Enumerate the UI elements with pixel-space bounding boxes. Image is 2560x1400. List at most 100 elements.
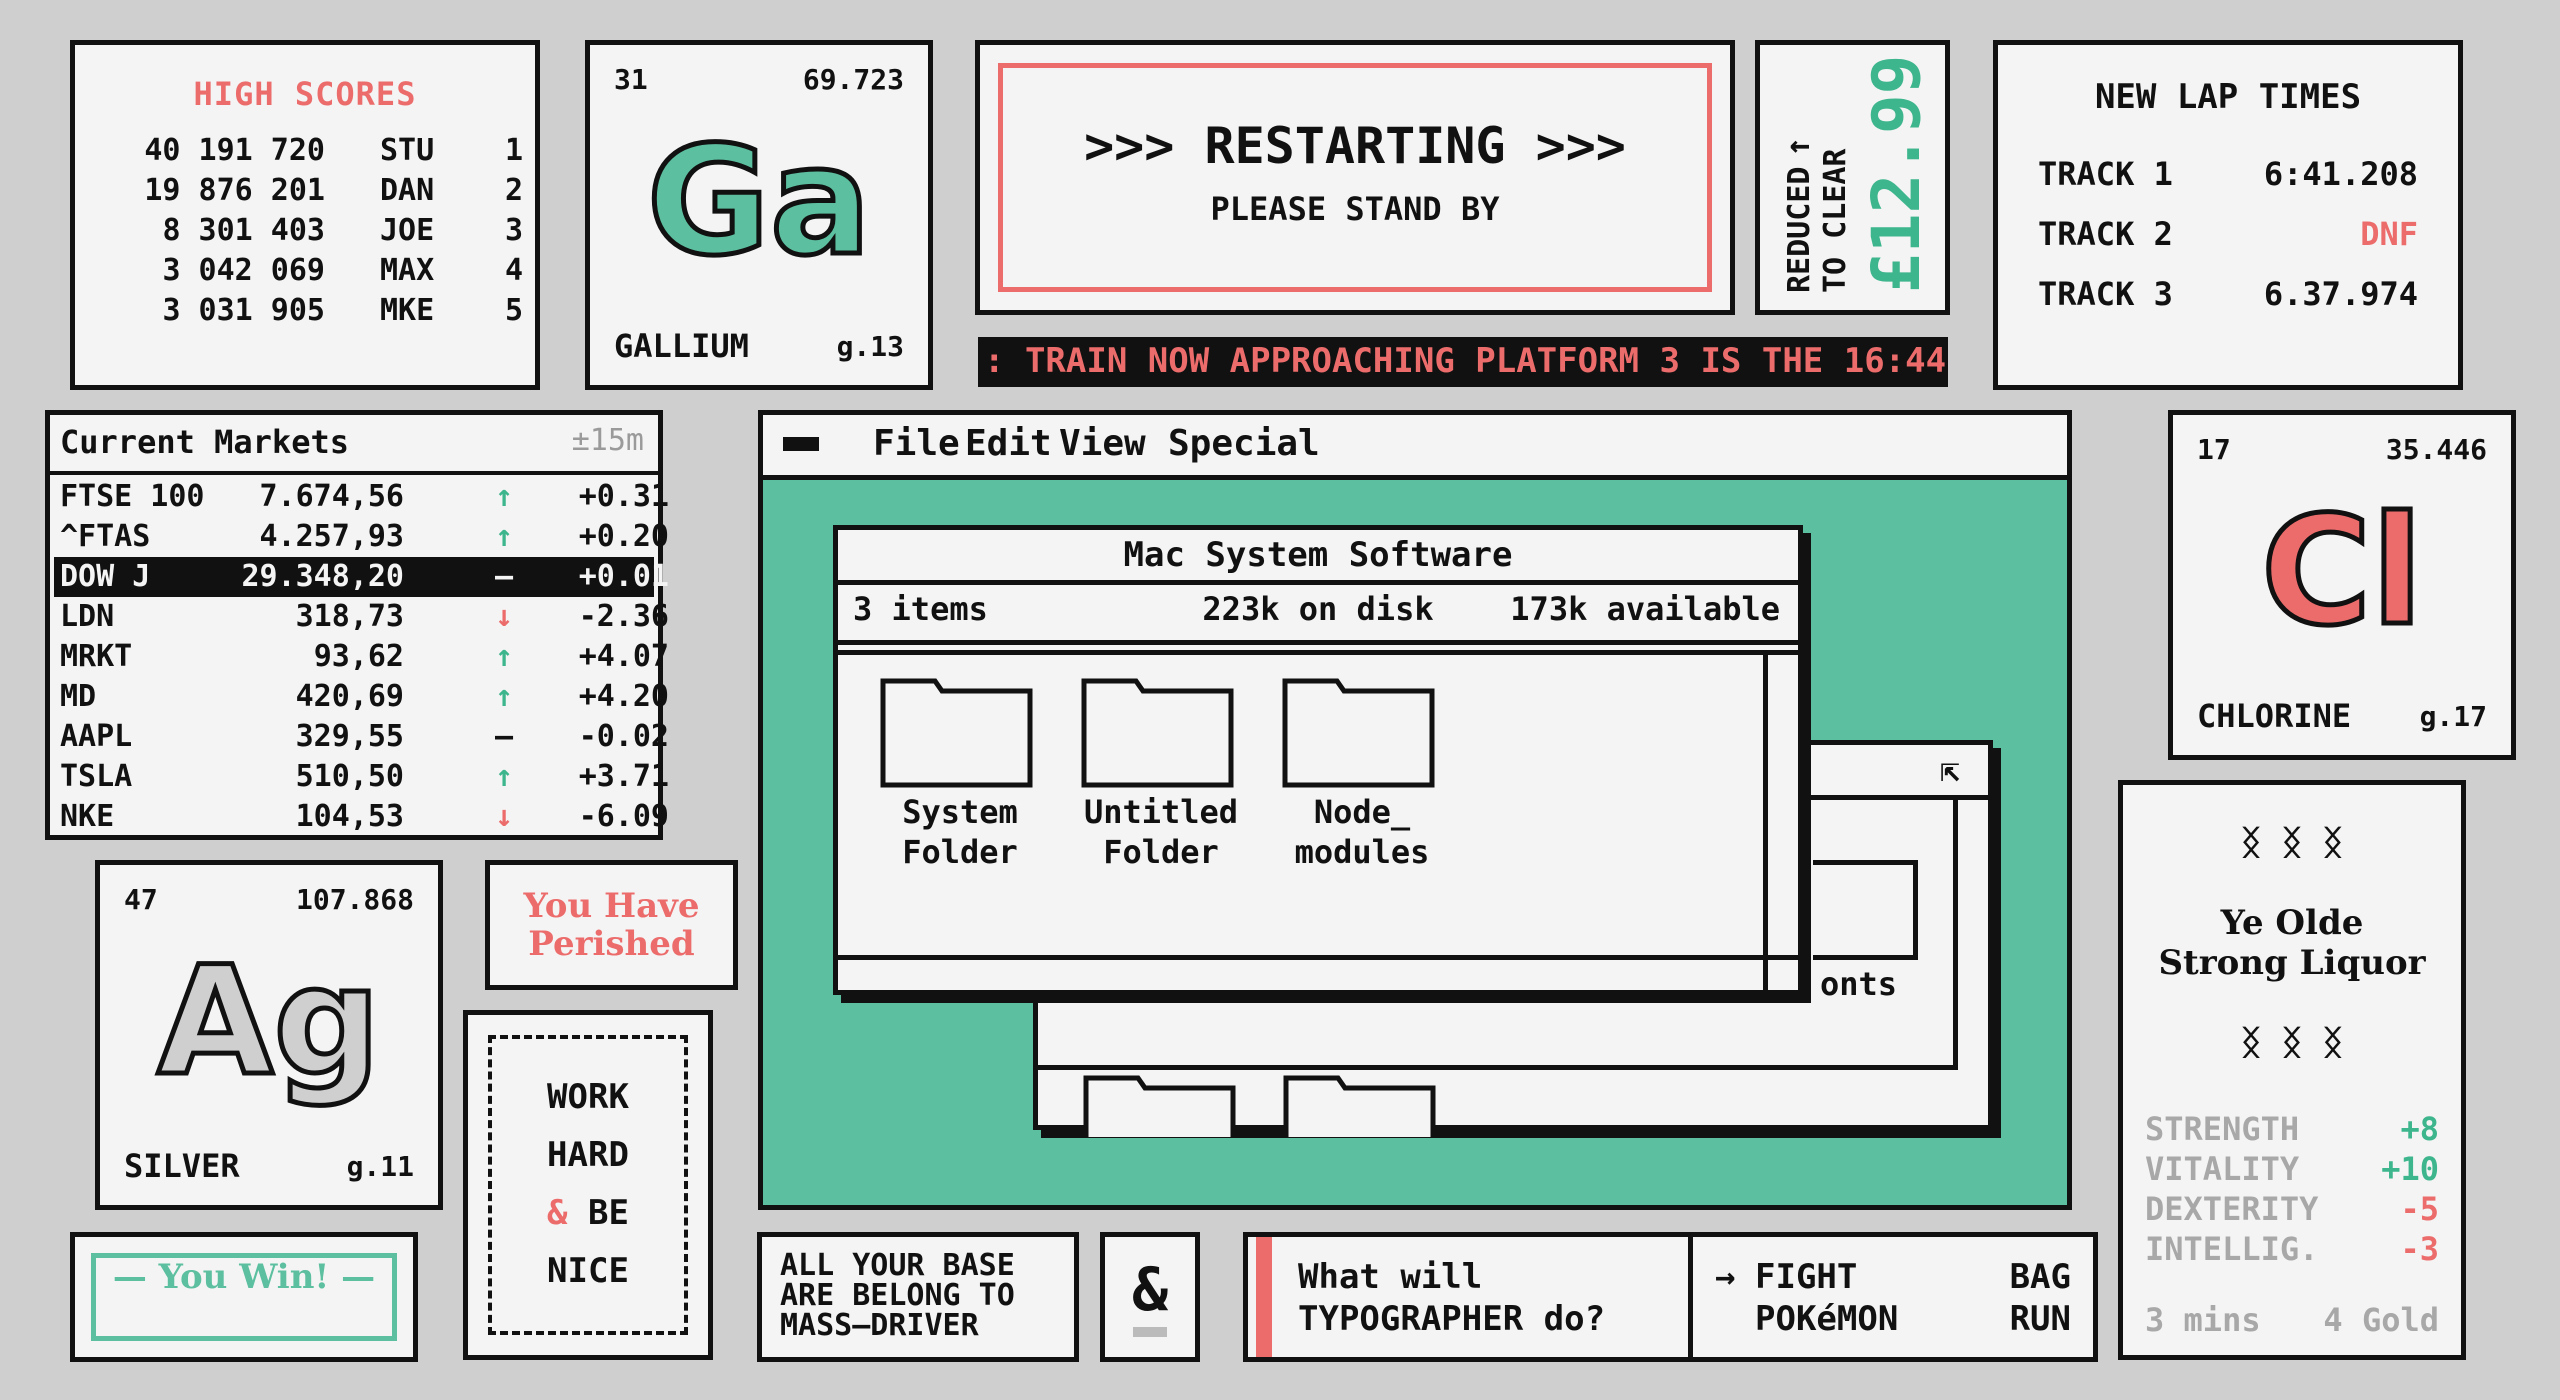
back-window-hscroll	[1038, 1065, 1958, 1070]
element-name: SILVER	[124, 1147, 240, 1185]
mac-desktop: File Edit View Special ⇱ onts Mac System…	[758, 410, 2072, 1210]
score: 19 876 201	[144, 173, 325, 208]
prompt-line1: What will	[1298, 1257, 1483, 1297]
folder-icon[interactable]	[1083, 1070, 1243, 1140]
change: +4.20	[578, 679, 669, 714]
work-hard-dashed-frame	[488, 1035, 688, 1335]
price-value: £12.99	[1858, 54, 1935, 293]
front-window[interactable]: Mac System Software 3 items 223k on disk…	[833, 525, 1803, 995]
ticker-text: : TRAIN NOW APPROACHING PLATFORM 3 IS TH…	[984, 341, 1948, 381]
items-count: 3 items	[853, 590, 988, 628]
change: -2.36	[578, 599, 669, 634]
element-group: g.13	[836, 330, 904, 363]
price: 329,55	[295, 719, 404, 754]
battle-menu-panel: → FIGHT BAG POKéMON RUN	[1688, 1232, 2098, 1362]
glyph-underline	[1133, 1327, 1167, 1337]
ticker-symbol: ^FTAS	[60, 519, 151, 554]
info-divider-bottom	[838, 650, 1798, 655]
restarting-subtitle: PLEASE STAND BY	[1210, 190, 1500, 228]
apple-menu-icon[interactable]	[783, 437, 819, 451]
menu-special[interactable]: Special	[1168, 423, 1320, 464]
element-symbol: Cl	[2259, 483, 2426, 662]
folder-icon[interactable]	[1081, 675, 1241, 790]
player-name: MAX	[380, 253, 435, 288]
you-win-panel: — You Win! —	[70, 1232, 418, 1362]
stat-value: +10	[2381, 1150, 2439, 1188]
up-arrow-icon: ↑	[1778, 136, 1818, 157]
element-name: CHLORINE	[2197, 697, 2352, 735]
work-line3: & BE	[547, 1193, 629, 1233]
fight-option[interactable]: FIGHT	[1755, 1257, 1858, 1297]
ornament-bottom: ᛝ ᛝ ᛝ	[2240, 1023, 2344, 1063]
atomic-number: 47	[124, 883, 158, 916]
stat-value: -3	[2400, 1230, 2439, 1268]
zoom-box-icon[interactable]: ⇱	[1940, 751, 1960, 789]
score: 40 191 720	[144, 133, 325, 168]
trend-arrow-icon: ↑	[494, 479, 514, 514]
price: 420,69	[295, 679, 404, 714]
folder-icon[interactable]	[880, 675, 1040, 790]
menu-cursor-icon: →	[1715, 1257, 1736, 1297]
change: +0.31	[578, 479, 669, 514]
run-option[interactable]: RUN	[2009, 1299, 2071, 1339]
player-name: MKE	[380, 293, 435, 328]
folder-icon[interactable]	[1282, 675, 1442, 790]
disk-available: 173k available	[1510, 590, 1780, 628]
ticker-symbol: TSLA	[60, 759, 133, 794]
pokemon-option[interactable]: POKéMON	[1755, 1299, 1899, 1339]
folder-node-modules[interactable]: Node_modules	[1294, 793, 1430, 871]
score: 8 301 403	[162, 213, 325, 248]
menu-edit[interactable]: Edit	[965, 423, 1052, 464]
change: +3.71	[578, 759, 669, 794]
player-name: DAN	[380, 173, 435, 208]
menu-file[interactable]: File	[873, 423, 960, 464]
menu-view[interactable]: View	[1059, 423, 1146, 464]
back-window-scrollbar[interactable]	[1953, 800, 1958, 1065]
atomic-mass: 35.446	[2385, 433, 2487, 466]
all-your-base-text: ALL YOUR BASE ARE BELONG TO MASS—DRIVER	[780, 1248, 1015, 1343]
glyph-char: &	[1131, 1255, 1169, 1325]
element-group: g.17	[2419, 700, 2487, 733]
restarting-frame	[998, 63, 1712, 292]
track-name: TRACK 2	[2038, 215, 2173, 253]
price: 104,53	[295, 799, 404, 834]
info-divider-top	[838, 640, 1798, 645]
rank: 3	[505, 213, 524, 248]
scrollbar-track[interactable]	[1763, 655, 1768, 990]
markets-updated: ±15m	[571, 423, 644, 458]
liquor-name-line1: Ye Olde	[2220, 903, 2364, 943]
stat-label: STRENGTH	[2145, 1110, 2300, 1148]
window-title[interactable]: Mac System Software	[838, 530, 1798, 585]
markets-divider	[50, 471, 658, 475]
stat-label: INTELLIG.	[2145, 1230, 2319, 1268]
perished-text: You Have Perished	[490, 887, 733, 963]
element-symbol: Ag	[155, 933, 383, 1112]
hidden-folder-icon[interactable]	[1813, 860, 1918, 960]
atomic-number: 17	[2197, 433, 2231, 466]
score: 3 031 905	[162, 293, 325, 328]
folder-icon[interactable]	[1283, 1070, 1443, 1140]
prompt-accent-bar	[1256, 1237, 1272, 1357]
restarting-title: >>> RESTARTING >>>	[1084, 117, 1626, 175]
element-symbol: Ga	[644, 113, 873, 292]
lap-time: 6.37.974	[2263, 275, 2418, 313]
bag-option[interactable]: BAG	[2009, 1257, 2071, 1297]
lap-time: 6:41.208	[2263, 155, 2418, 193]
hscroll-track[interactable]	[838, 955, 1798, 960]
